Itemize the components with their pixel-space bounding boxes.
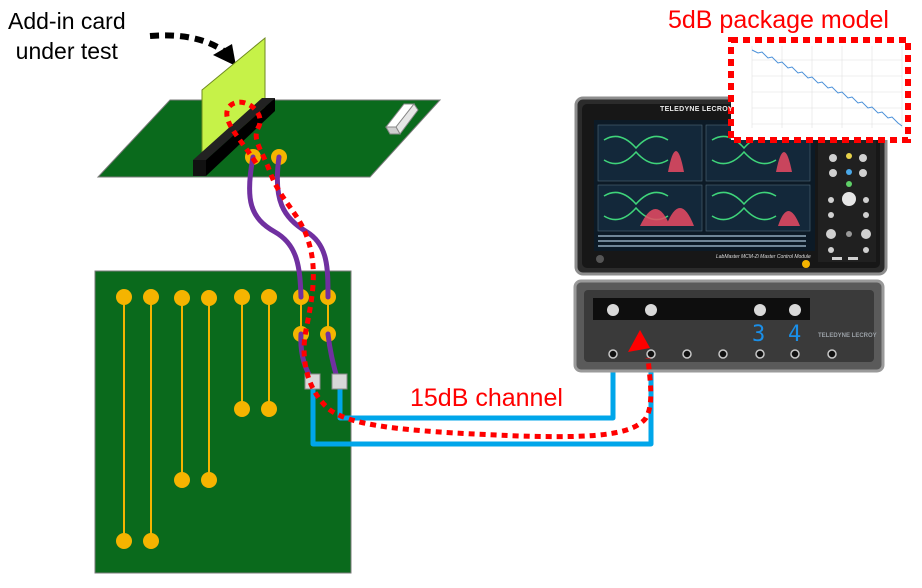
sma-connector bbox=[331, 373, 348, 390]
signal-path bbox=[224, 99, 654, 440]
scope-channel-3-label: 3 bbox=[752, 322, 766, 347]
card-pointer-arrow bbox=[149, 32, 236, 66]
motherboard-connector bbox=[384, 103, 419, 135]
motherboard bbox=[96, 99, 442, 178]
card-under-test-label: Add-in card under test bbox=[8, 6, 126, 66]
channel-2-input bbox=[645, 304, 657, 316]
signal-path-arrowhead bbox=[628, 330, 650, 352]
module-brand-logo: TELEDYNE LECROY bbox=[818, 333, 877, 339]
package-model-highlight bbox=[728, 37, 911, 143]
scope-brand-logo: TELEDYNE LECROY bbox=[660, 106, 733, 113]
package-model-chart bbox=[728, 37, 911, 143]
channel-1-input bbox=[607, 304, 619, 316]
scope-model-text: LabMaster MCM-Zi Master Control Module bbox=[716, 254, 811, 260]
oscilloscope-acquisition-module bbox=[573, 279, 885, 373]
scope-channel-4-label: 4 bbox=[788, 322, 802, 347]
scope-knobs bbox=[826, 153, 871, 260]
package-model-curve bbox=[751, 49, 903, 127]
card-label-line2: under test bbox=[15, 38, 118, 64]
package-model-label: 5dB package model bbox=[668, 6, 889, 34]
card-label-line1: Add-in card bbox=[8, 8, 126, 34]
channel-4-input bbox=[789, 304, 801, 316]
channel-3-input bbox=[754, 304, 766, 316]
channel-label: 15dB channel bbox=[410, 384, 563, 412]
